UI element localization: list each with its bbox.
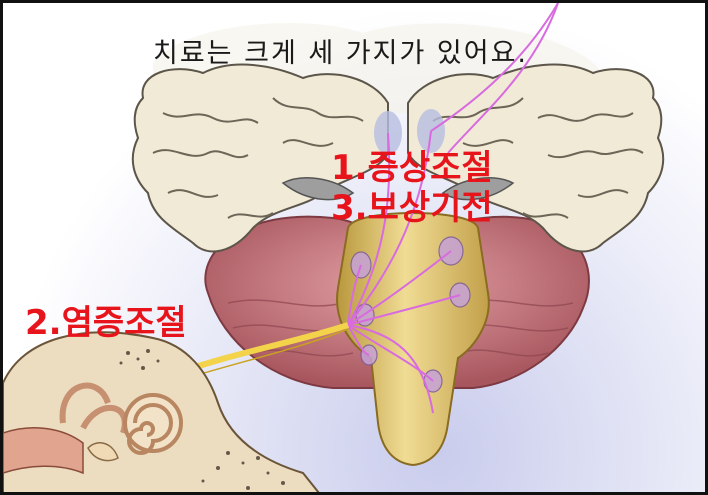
brainstem <box>337 213 489 465</box>
cochlea <box>125 395 181 453</box>
label-compensation: 3.보상기전 <box>331 180 493 229</box>
label-inflammation-control: 2.염증조절 <box>25 295 187 344</box>
brain-ear-illustration <box>3 3 708 495</box>
treatment-caption: 치료는 크게 세 가지가 있어요. <box>153 31 528 70</box>
